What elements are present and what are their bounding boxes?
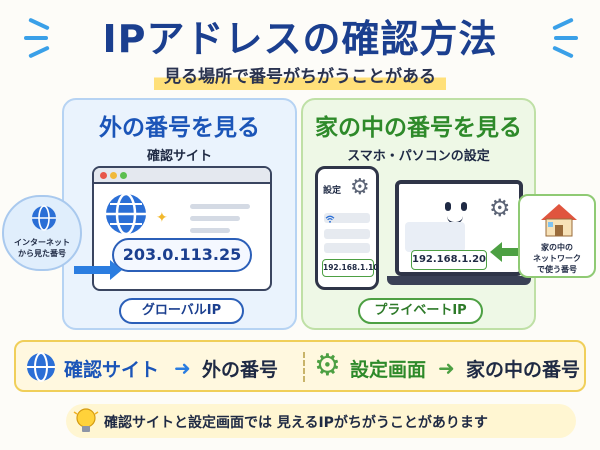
sparkle-decoration	[554, 36, 578, 40]
subtitle-wrap: 見る場所で番号がちがうことがある	[0, 62, 600, 90]
globe-icon	[106, 192, 146, 236]
summary-left-source: 確認サイト	[64, 359, 160, 381]
page-title: IPアドレスの確認方法	[102, 17, 498, 61]
private-ip-panel: 家の中の番号を見る スマホ・パソコンの設定 設定 ⚙ 192.168.1.10 …	[301, 98, 536, 330]
house-icon	[541, 204, 577, 237]
house-caption-line: ネットワーク	[533, 254, 581, 263]
panel-subtitle: 確認サイト	[146, 149, 212, 164]
cloud-caption: インターネット から見た番号	[4, 237, 80, 259]
browser-title-bar	[94, 168, 270, 184]
placeholder-line	[190, 204, 250, 209]
note-text: 確認サイトと設定画面では 見えるIPがちがうことがあります	[104, 415, 488, 431]
maximize-dot-icon	[120, 172, 127, 179]
house-caption-line: 家の中の	[541, 243, 573, 252]
placeholder-line	[190, 216, 240, 221]
cloud-caption-line: インターネット	[14, 238, 70, 247]
gear-icon: ⚙	[350, 175, 370, 200]
panel-title: 外の番号を見る	[99, 115, 260, 141]
arrow-right-icon: ➜	[438, 356, 455, 380]
home-network-box: 家の中の ネットワーク で使う番号	[518, 194, 596, 278]
gear-icon: ⚙	[489, 194, 511, 222]
cloud-caption-line: から見た番号	[18, 249, 66, 258]
arrow-left-icon	[490, 242, 520, 262]
arrow-right-icon: ➜	[174, 356, 191, 380]
global-ip-panel: 外の番号を見る 確認サイト ✦ 203.0.113.25 グローバルIP	[62, 98, 297, 330]
laptop-ip-value: 192.168.1.20	[411, 250, 487, 270]
settings-card	[405, 222, 465, 252]
lightbulb-icon	[73, 408, 99, 432]
global-ip-badge: グローバルIP	[119, 298, 244, 324]
summary-right-source: 設定画面	[350, 359, 427, 381]
gear-icon: ⚙	[314, 348, 341, 383]
house-caption-line: で使う番号	[537, 265, 577, 274]
panel-title: 家の中の番号を見る	[315, 115, 522, 141]
phone-ip-value: 192.168.1.10	[322, 259, 379, 277]
wifi-icon	[325, 215, 335, 223]
globe-icon	[27, 352, 55, 382]
sparkle-icon: ✦	[156, 210, 168, 226]
global-ip-value: 203.0.113.25	[112, 238, 252, 272]
private-ip-badge: プライベートIP	[358, 298, 483, 324]
globe-icon	[32, 205, 56, 231]
settings-row	[324, 213, 370, 223]
internet-cloud: インターネット から見た番号	[2, 195, 82, 271]
eye-decoration	[445, 202, 451, 211]
summary-bar: 確認サイト ➜ 外の番号 ⚙ 設定画面 ➜ 家の中の番号	[14, 340, 586, 392]
summary-right-target: 家の中の番号	[466, 359, 581, 381]
summary-left-target: 外の番号	[202, 359, 279, 381]
smartphone: 設定 ⚙ 192.168.1.10	[315, 166, 379, 290]
house-caption: 家の中の ネットワーク で使う番号	[520, 242, 594, 275]
laptop-screen: ⚙ 192.168.1.20	[395, 180, 523, 276]
placeholder-line	[190, 228, 230, 233]
laptop-base	[387, 276, 531, 285]
summary-divider	[303, 352, 305, 382]
eye-decoration	[461, 202, 467, 211]
page-subtitle: 見る場所で番号がちがうことがある	[154, 62, 446, 90]
settings-row	[324, 229, 370, 239]
phone-settings-label: 設定	[323, 186, 342, 196]
settings-row	[324, 243, 370, 253]
sparkle-decoration	[24, 36, 48, 40]
close-dot-icon	[100, 172, 107, 179]
arrow-right-icon	[74, 260, 122, 280]
minimize-dot-icon	[110, 172, 117, 179]
panel-subtitle: スマホ・パソコンの設定	[347, 149, 490, 164]
note-bar: 確認サイトと設定画面では 見えるIPがちがうことがあります	[66, 404, 576, 438]
